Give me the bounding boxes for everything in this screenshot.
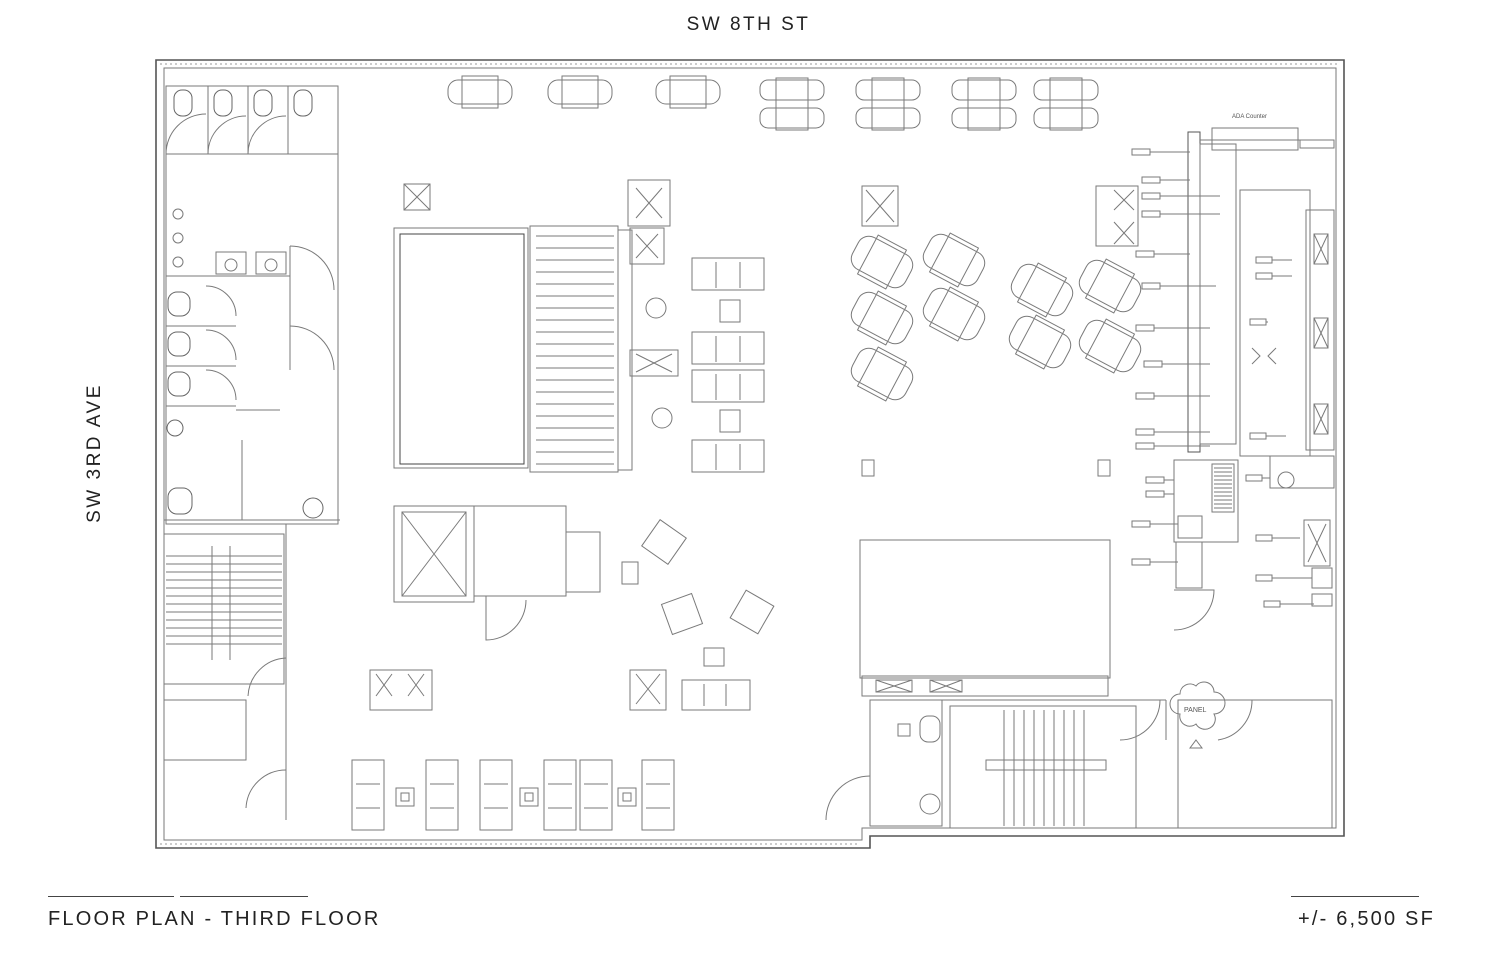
title-rule-left xyxy=(48,896,174,897)
bottom-seating xyxy=(352,760,674,830)
column-pairs xyxy=(862,186,1138,476)
large-room xyxy=(860,540,1110,696)
drawing-title: FLOOR PLAN - THIRD FLOOR xyxy=(48,908,381,930)
panel-label: PANEL xyxy=(1184,707,1207,714)
title-rule-right xyxy=(180,896,308,897)
dining-tables xyxy=(845,226,1147,407)
elevator-core xyxy=(394,506,600,640)
window-tables xyxy=(448,76,1098,130)
street-label-sw-8th-st: SW 8TH ST xyxy=(686,14,811,35)
central-stair xyxy=(394,180,678,472)
ada-counter-label: ADA Counter xyxy=(1232,114,1267,120)
restroom-area xyxy=(166,86,338,524)
stair-left xyxy=(164,524,286,820)
stair-right xyxy=(826,682,1332,828)
building-shell xyxy=(156,60,1344,848)
kitchen-block xyxy=(1132,128,1334,630)
area-label: +/- 6,500 SF xyxy=(1297,908,1435,930)
lounge-furniture xyxy=(370,258,774,710)
area-rule xyxy=(1291,896,1419,897)
